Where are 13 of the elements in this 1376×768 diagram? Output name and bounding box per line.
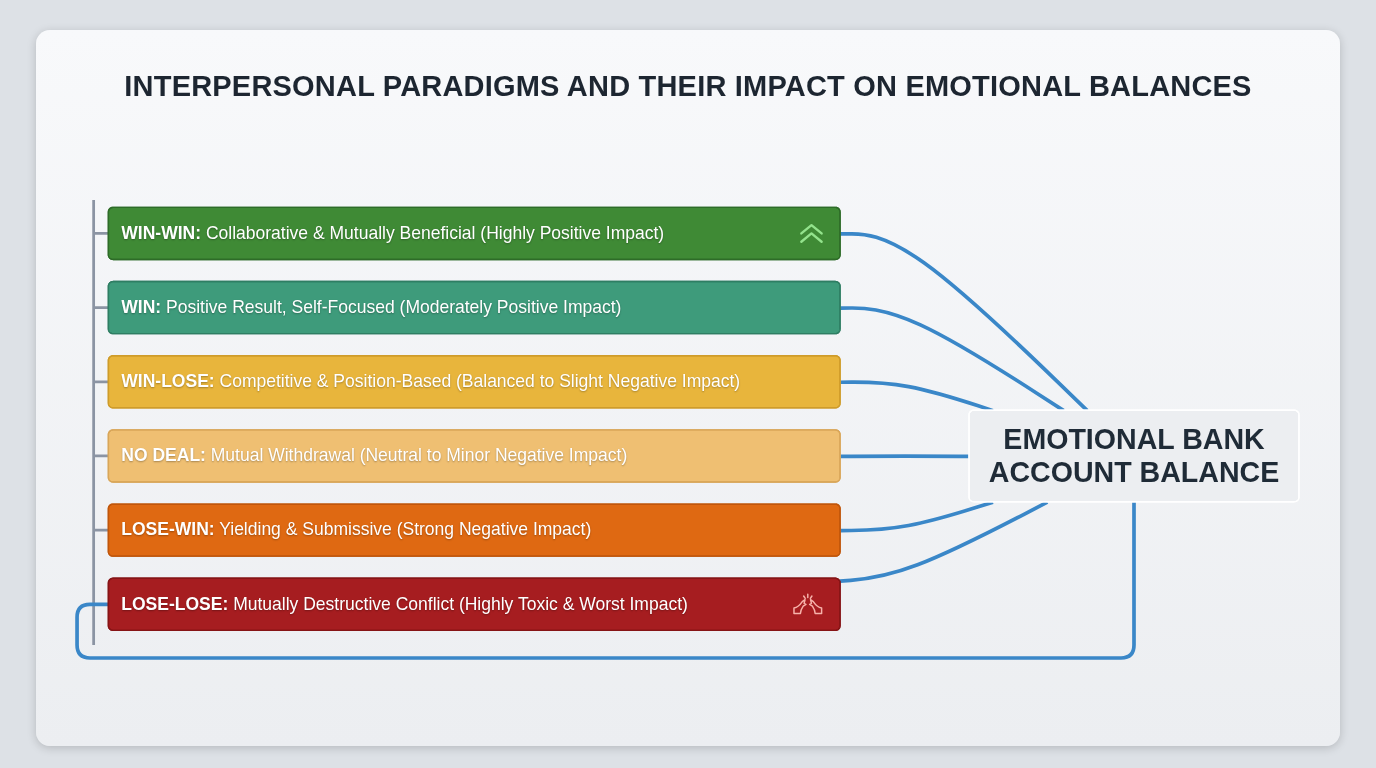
paradigm-bar: NO DEAL: Mutual Withdrawal (Neutral to Minor Negative Impact)	[107, 429, 841, 483]
paradigm-bar: LOSE-WIN: Yielding & Submissive (Strong Negative Impact)	[107, 503, 841, 557]
balance-box: EMOTIONAL BANK ACCOUNT BALANCE	[968, 409, 1300, 503]
connector-line	[840, 500, 994, 533]
paradigm-bar: LOSE-LOSE: Mutually Destructive Conflict (Highly Toxic & Worst Impact)	[107, 577, 841, 632]
connector-line	[840, 231, 1089, 412]
paradigm-bar: WIN: Positive Result, Self-Focused (Moderately Positive Impact)	[107, 280, 841, 335]
paradigm-bar: WIN-WIN: Collaborative & Mutually Beneficial (Highly Positive Impact)	[107, 206, 841, 261]
connector-line	[839, 500, 1049, 583]
title: INTERPERSONAL PARADIGMS AND THEIR IMPACT ON EMOTIONAL BALANCES	[124, 70, 1252, 102]
paradigm-bar: WIN-LOSE: Competitive & Position-Based (Balanced to Slight Negative Impact)	[107, 355, 841, 409]
connector-line	[75, 501, 1136, 660]
connector-line	[840, 454, 970, 459]
